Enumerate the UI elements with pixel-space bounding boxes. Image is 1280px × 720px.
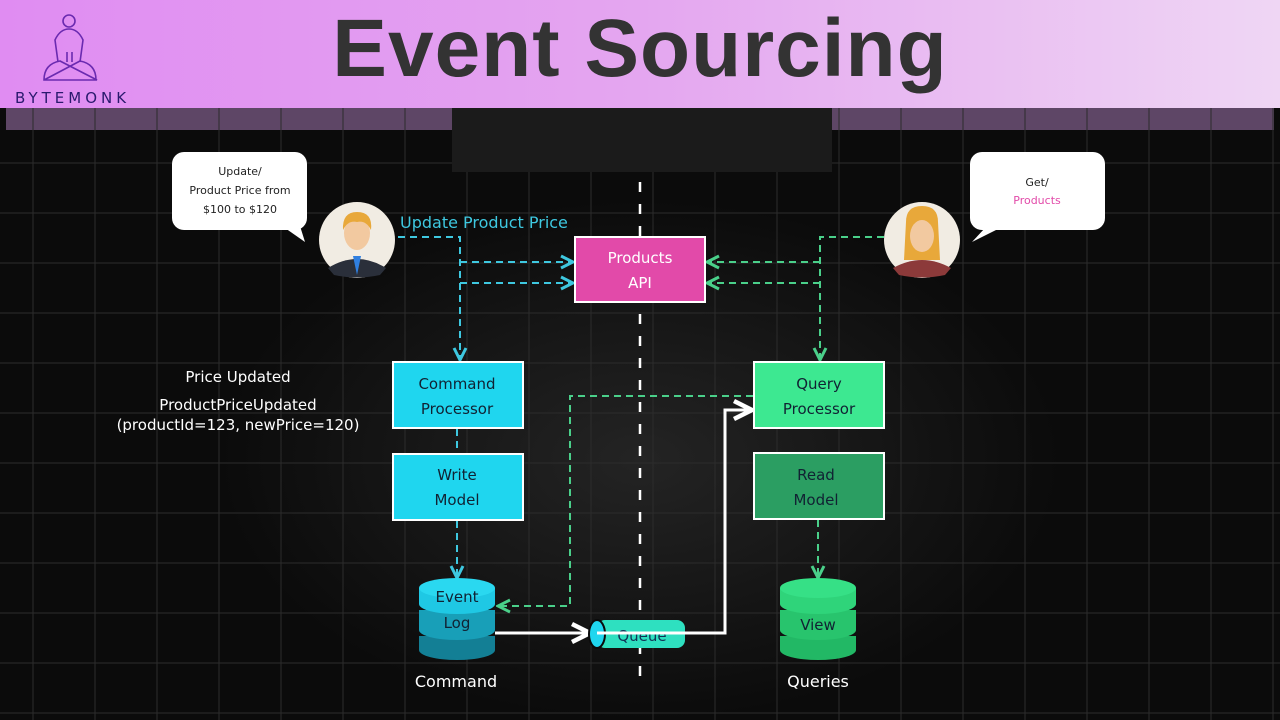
grid [0, 108, 1280, 720]
queries-section-label: Queries [787, 672, 849, 691]
svg-text:$100 to $120: $100 to $120 [203, 203, 277, 216]
arrow-query-to-log [498, 395, 753, 606]
event-name: ProductPriceUpdated [159, 396, 316, 414]
svg-text:Model: Model [793, 491, 838, 509]
speech-bubble-right: Get/ Products [970, 152, 1105, 242]
svg-text:Log: Log [444, 614, 471, 632]
write-model-box[interactable]: Write Model [392, 453, 524, 521]
woman-avatar [884, 202, 960, 278]
arrow-user-to-query [820, 236, 884, 360]
command-processor-box[interactable]: Command Processor [392, 361, 524, 429]
read-model-box[interactable]: Read Model [753, 452, 885, 520]
svg-text:Queue: Queue [617, 627, 666, 645]
query-processor-box[interactable]: Query Processor [753, 361, 885, 429]
svg-text:API: API [628, 274, 652, 292]
svg-text:Write: Write [437, 466, 477, 484]
svg-text:Query: Query [796, 375, 842, 393]
event-payload: (productId=123, newPrice=120) [117, 416, 360, 434]
svg-text:Event: Event [436, 588, 479, 606]
svg-text:View: View [800, 616, 836, 634]
speech-bubble-left: Update/ Product Price from $100 to $120 [172, 152, 307, 242]
products-api-box[interactable]: Products API [574, 236, 706, 303]
header-banner [0, 0, 1280, 108]
svg-text:Get/: Get/ [1025, 176, 1049, 189]
event-log-database-icon: Event Log [419, 578, 495, 660]
svg-text:Model: Model [434, 491, 479, 509]
arrow-queue-to-query [597, 410, 752, 635]
svg-text:Read: Read [797, 466, 835, 484]
dark-panel [452, 108, 832, 172]
svg-text:Product Price from: Product Price from [189, 184, 290, 197]
command-section-label: Command [415, 672, 497, 691]
page-title: Event Sourcing [332, 3, 948, 94]
arrow-user-to-command [398, 236, 460, 360]
action-label: Update Product Price [400, 213, 568, 232]
bytemonk-logo [43, 14, 98, 81]
svg-text:Processor: Processor [783, 400, 856, 418]
svg-text:Command: Command [418, 375, 495, 393]
svg-text:Products: Products [1013, 194, 1061, 207]
man-avatar [319, 202, 395, 278]
view-database-icon: View [780, 578, 856, 660]
logo-text: BYTEMONK [15, 89, 131, 107]
svg-text:Update/: Update/ [218, 165, 262, 178]
event-title: Price Updated [185, 368, 290, 386]
svg-text:Processor: Processor [421, 400, 494, 418]
svg-text:Products: Products [608, 249, 673, 267]
